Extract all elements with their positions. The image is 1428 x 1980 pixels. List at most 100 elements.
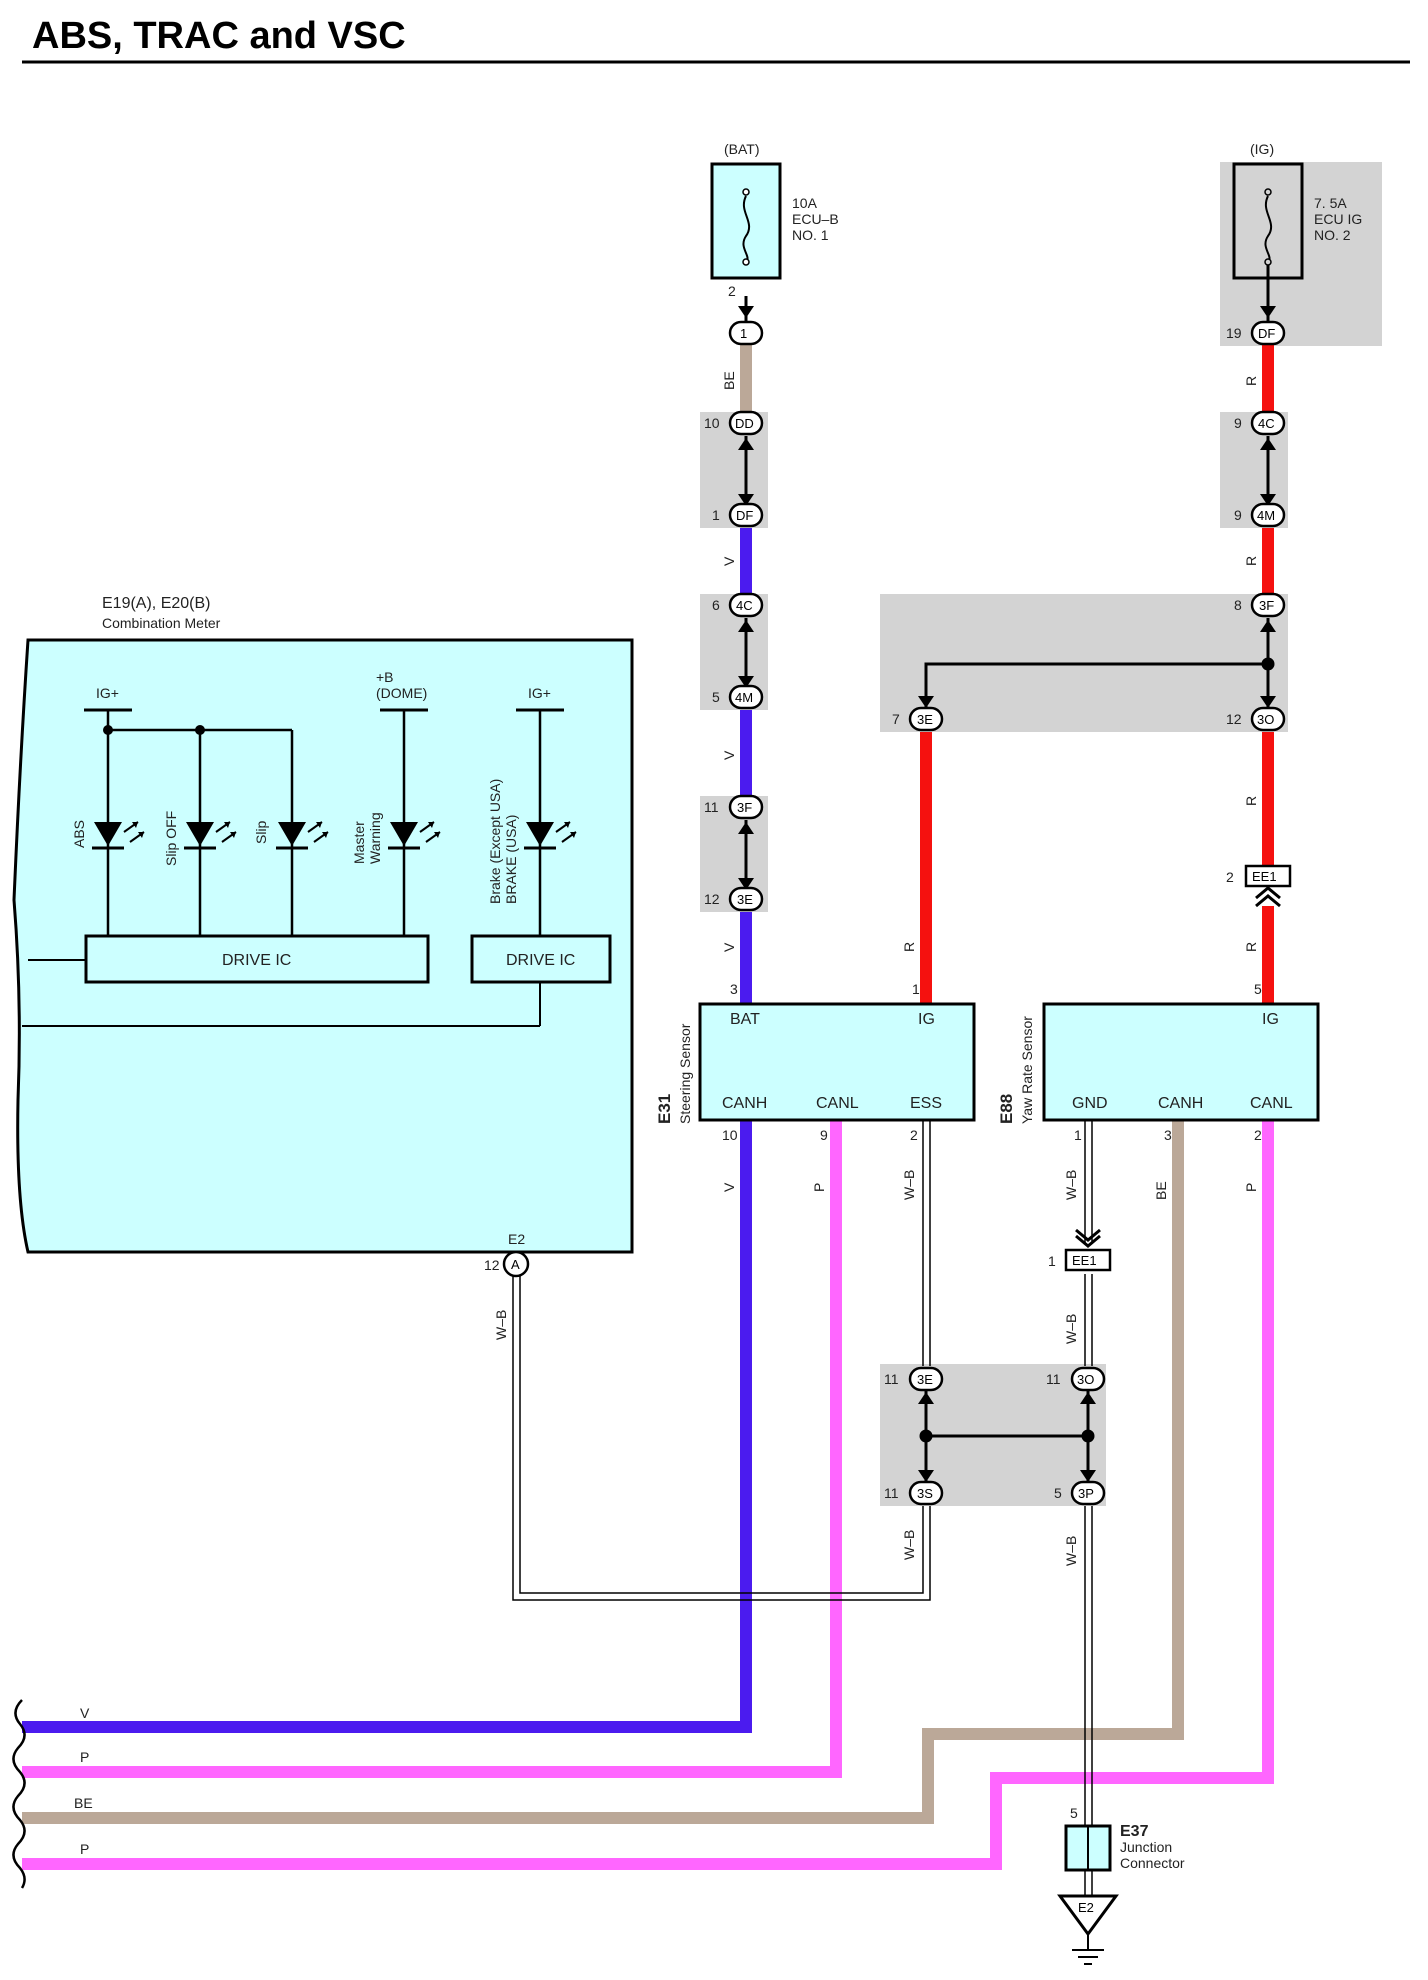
connector-df-left-id: DF: [736, 508, 753, 523]
connector-3e-mid-pin: 7: [892, 711, 900, 727]
connector-3o-low: 3O 11: [1046, 1366, 1106, 1392]
connector-df-left-pin: 1: [712, 507, 720, 523]
meter-e2-label: E2: [508, 1231, 525, 1247]
yaw-gnd-label: GND: [1072, 1095, 1108, 1112]
connector-df-right-pin: 19: [1226, 325, 1242, 341]
connector-ee1-bottom-pin: 1: [1048, 1253, 1056, 1269]
connector-3e-left-id: 3E: [737, 892, 753, 907]
steering-canh-pin: 10: [722, 1127, 738, 1143]
connector-links: [744, 262, 1275, 1482]
yaw-id: E88: [997, 1094, 1016, 1124]
connector-3f-left: 3F 11: [704, 794, 764, 820]
label-p-2: P: [1243, 1183, 1259, 1192]
connector-3e-mid-id: 3E: [917, 712, 933, 727]
connector-3e-low-pin: 11: [884, 1371, 899, 1387]
connector-a-id: A: [511, 1257, 520, 1272]
connector-3o-right: 3O 12: [1226, 706, 1286, 732]
bat-fuse-pin: 2: [728, 283, 736, 299]
connector-df-right: DF 19: [1226, 320, 1286, 346]
drive-ic-2-label: DRIVE IC: [506, 952, 575, 969]
meter-dome-label: (DOME): [376, 685, 427, 701]
yaw-ig-label: IG: [1262, 1011, 1279, 1028]
connector-c1-id: 1: [740, 326, 747, 341]
meter-ig-label: IG+: [96, 685, 119, 701]
connector-a-pin: 12: [484, 1257, 500, 1273]
bat-fuse-rating: 10A: [792, 195, 818, 211]
junction-name-2: Connector: [1120, 1855, 1185, 1871]
connector-4c-left-pin: 6: [712, 597, 720, 613]
wire-beige: [22, 1120, 1184, 1824]
connector-ee1-top: EE1 2: [1226, 864, 1292, 908]
yaw-gnd-pin: 1: [1074, 1127, 1082, 1143]
connector-3e-left: 3E 12: [704, 886, 764, 912]
connector-4m-left: 4M 5: [712, 684, 764, 710]
yaw-ig-pin: 5: [1254, 981, 1262, 997]
combination-meter: E19(A), E20(B) Combination Meter IG+ +B …: [12, 595, 634, 1254]
connector-a: A 12: [484, 1250, 530, 1278]
junction-connector: 5 E37 Junction Connector E2: [1057, 1805, 1185, 1965]
drive-ic-1-label: DRIVE IC: [222, 952, 291, 969]
wire-wb: [512, 1120, 1093, 1826]
junction-id: E37: [1120, 1823, 1149, 1840]
label-be-2: BE: [1153, 1181, 1169, 1200]
connector-3e-low: 3E 11: [884, 1366, 944, 1392]
connector-4m-left-id: 4M: [735, 690, 753, 705]
steering-canh-label: CANH: [722, 1095, 767, 1112]
steering-canl-label: CANL: [816, 1095, 859, 1112]
bat-source-label: (BAT): [724, 141, 760, 157]
connector-4c-left-id: 4C: [736, 598, 753, 613]
label-v-1: V: [721, 556, 737, 566]
yaw-name: Yaw Rate Sensor: [1019, 1016, 1035, 1124]
steering-bat-label: BAT: [730, 1011, 760, 1028]
led-brake-label-2: BRAKE (USA): [503, 815, 519, 904]
connector-3p-id: 3P: [1078, 1486, 1094, 1501]
connector-ee1-top-id: EE1: [1252, 869, 1277, 884]
connector-dd-pin: 10: [704, 415, 720, 431]
connector-3p-pin: 5: [1054, 1485, 1062, 1501]
led-brake-label-1: Brake (Except USA): [487, 779, 503, 904]
connector-4c-right-id: 4C: [1258, 416, 1275, 431]
connector-3p: 3P 5: [1054, 1480, 1106, 1506]
steering-ig-label: IG: [918, 1011, 935, 1028]
connector-dd: DD 10: [704, 410, 764, 436]
wire-red: [920, 344, 1274, 1004]
label-v-3: V: [721, 942, 737, 952]
yaw-rate-sensor: IG GND CANH CANL 5 1 3 2 E88 Yaw Rate Se…: [997, 981, 1320, 1143]
connector-3f-left-id: 3F: [737, 800, 752, 815]
connector-3s: 3S 11: [884, 1480, 944, 1506]
connector-4m-right: 4M 9: [1234, 502, 1286, 528]
junction-pin: 5: [1070, 1805, 1078, 1821]
ig-fuse-rating: 7. 5A: [1314, 195, 1347, 211]
yaw-canl-label: CANL: [1250, 1095, 1293, 1112]
connector-3o-low-id: 3O: [1077, 1372, 1094, 1387]
steering-ess-label: ESS: [910, 1095, 942, 1112]
connector-ee1-bottom: EE1 1: [1048, 1228, 1112, 1272]
yaw-canh-pin: 3: [1164, 1127, 1172, 1143]
label-r-1: R: [901, 942, 917, 952]
ig-fuse-name: ECU IG: [1314, 211, 1362, 227]
connector-4c-left: 4C 6: [712, 592, 764, 618]
ig-fuse: (IG) 7. 5A ECU IG NO. 2: [1232, 141, 1362, 280]
led-abs-icon: [92, 821, 145, 850]
label-r-3: R: [1243, 556, 1259, 566]
bus-labels: V P BE P: [74, 1705, 93, 1857]
label-wb-1: W–B: [901, 1170, 917, 1200]
connector-dd-id: DD: [735, 416, 754, 431]
yaw-canl-pin: 2: [1254, 1127, 1262, 1143]
led-master-warning-icon: [388, 821, 441, 850]
led-slip-label: Slip: [253, 820, 269, 844]
connector-3f-right-pin: 8: [1234, 597, 1242, 613]
bus-label-p2: P: [80, 1841, 89, 1857]
bus-label-v: V: [80, 1705, 90, 1721]
label-wb-5: W–B: [1063, 1314, 1079, 1344]
label-wb-4: W–B: [1063, 1170, 1079, 1200]
connector-3s-pin: 11: [884, 1485, 899, 1501]
wire-violet: [22, 528, 752, 1733]
connector-3e-low-id: 3E: [917, 1372, 933, 1387]
steering-id: E31: [655, 1094, 674, 1124]
led-abs-label: ABS: [71, 820, 87, 848]
meter-dome-label-top: +B: [376, 669, 394, 685]
connector-3f-right-id: 3F: [1259, 598, 1274, 613]
bat-fuse-num: NO. 1: [792, 227, 829, 243]
